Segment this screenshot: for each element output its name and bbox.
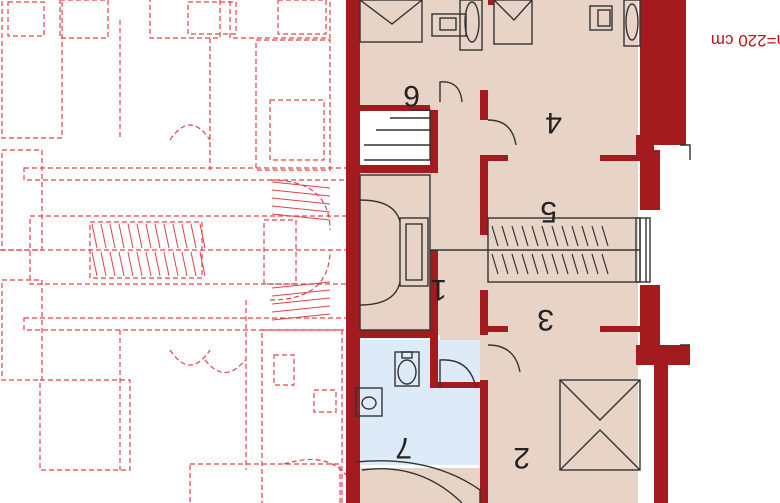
room-label-3: 3 (537, 303, 554, 336)
floor-bathroom-7 (360, 340, 480, 465)
room-label-2: 2 (513, 441, 530, 474)
room-floors (352, 0, 638, 503)
wardrobe-rails (491, 225, 609, 275)
room-labels: 6 4 5 1 3 7 2 (395, 79, 562, 474)
room-label-1: 1 (430, 273, 447, 306)
room-label-5: 5 (540, 195, 557, 228)
ghost-stair-treads (91, 181, 331, 321)
ceiling-height-note: h=220 cm (711, 31, 780, 50)
room-label-4: 4 (545, 106, 562, 139)
room-label-6: 6 (403, 79, 420, 112)
floor-main (352, 0, 638, 503)
walls (346, 0, 690, 503)
room-label-7: 7 (395, 431, 412, 464)
ghost-plan-left (0, 0, 355, 503)
fixtures (355, 0, 691, 503)
